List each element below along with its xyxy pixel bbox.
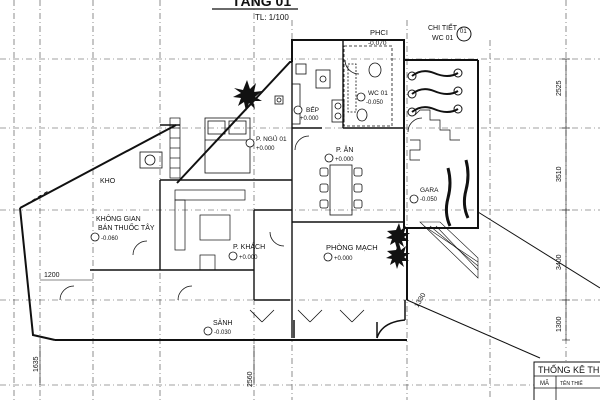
label-ban-line1: KHÔNG GIAN [96, 214, 141, 223]
sanh-tag [203, 326, 213, 336]
dining-table [319, 164, 363, 216]
khach-tag [228, 251, 238, 261]
label-ban-level: -0.060 [101, 236, 119, 242]
an-tag [324, 153, 334, 163]
ngu-tag [245, 138, 255, 148]
ramp-hatch [419, 221, 479, 279]
dim-3400: 3400 [556, 254, 563, 270]
doors [59, 59, 423, 323]
label-phc-level: -0.070 [368, 40, 387, 47]
label-bep-name: BẾP [306, 104, 319, 114]
label-phc-name: PHCI [370, 28, 388, 37]
dim-1200: 1200 [44, 272, 60, 279]
wc-fixtures [343, 45, 393, 127]
fixtures-misc [139, 95, 284, 169]
label-khach-level: +0.000 [239, 255, 258, 261]
label-mach-level: +0.000 [334, 256, 353, 262]
label-kho: KHO [100, 178, 116, 185]
interior-walls [90, 40, 404, 338]
label-sanh-level: -0.030 [214, 330, 232, 336]
mach-tag [323, 252, 333, 262]
label-an-level: +0.000 [335, 157, 354, 163]
bep-tag [293, 105, 303, 115]
label-gara-name: GARA [420, 187, 439, 194]
label-detail: CHI TIẾT [428, 22, 458, 32]
plants [233, 80, 410, 269]
label-wc-name: WC 01 [368, 90, 388, 97]
label-ngu-level: +0.000 [256, 146, 275, 152]
dim-1635: 1635 [33, 356, 40, 372]
dimension-lines [39, 58, 570, 385]
label-khach-name: P. KHÁCH [233, 242, 265, 251]
table-col-ma: MÃ [540, 380, 549, 387]
dim-1330: 1330 [414, 292, 428, 309]
label-wc-level: -0.050 [366, 100, 384, 106]
kitchen-fixtures [291, 63, 345, 125]
label-detail-ref: WC 01 [432, 35, 454, 42]
site-boundary [19, 189, 600, 359]
table-col-name: TÊN THIẾ [560, 379, 583, 387]
label-bep-level: +0.000 [300, 116, 319, 122]
detail-tag-number: 01 [460, 29, 467, 35]
plan-title: TẦNG 01 [232, 0, 291, 9]
label-ban-line2: BÁN THUỐC TÂY [98, 222, 155, 232]
label-sanh-name: SẢNH [213, 318, 232, 327]
dim-2525: 2525 [556, 80, 563, 96]
label-gara-level: -0.050 [420, 197, 438, 203]
dim-3510: 3510 [556, 166, 563, 182]
wc-tag [356, 92, 366, 102]
portico [293, 300, 406, 339]
detail-tag-circle [456, 26, 472, 42]
stairs [169, 109, 460, 179]
motorbikes [407, 68, 470, 227]
stats-table: THỐNG KÊ TH MÃ TÊN THIẾ [533, 361, 600, 400]
sofa [174, 189, 246, 271]
dim-1300: 1300 [556, 316, 563, 332]
table-title: THỐNG KÊ TH [538, 364, 599, 375]
plan-scale: TL: 1/100 [255, 13, 289, 22]
gara-tag [409, 194, 419, 204]
label-ngu-name: P. NGỦ 01 [256, 134, 287, 143]
outer-walls [19, 39, 479, 341]
dim-2560: 2560 [247, 371, 254, 387]
ban-tag [90, 232, 100, 242]
label-mach-name: PHÒNG MẠCH [326, 243, 378, 252]
label-an-name: P. ĂN [336, 145, 353, 154]
